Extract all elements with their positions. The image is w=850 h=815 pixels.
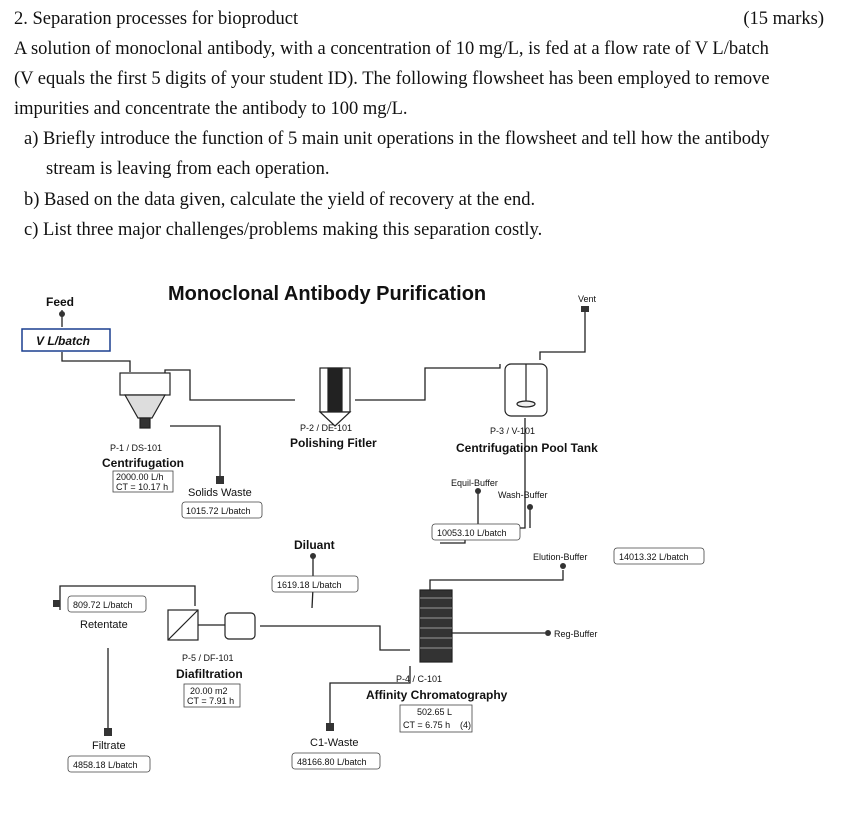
part-c: c) List three major challenges/problems … — [24, 220, 543, 240]
chromatography-column-icon — [419, 589, 453, 663]
pool-tank-icon — [504, 363, 548, 417]
diluant-label: Diluant — [294, 538, 335, 552]
chromatography-id: P-4 / C-101 — [396, 674, 442, 684]
diafiltration-name: Diafiltration — [176, 667, 243, 681]
elution-buffer-label: Elution-Buffer — [533, 552, 587, 562]
polishing-name: Polishing Fitler — [290, 436, 377, 450]
centrifuge-name: Centrifugation — [102, 456, 184, 470]
intro-line-1: A solution of monoclonal antibody, with … — [14, 39, 769, 59]
centrifuge-icon — [119, 372, 171, 429]
part-a-line-1: a) Briefly introduce the function of 5 m… — [24, 129, 770, 149]
intro-line-3: impurities and concentrate the antibody … — [14, 99, 408, 119]
intro-line-2: (V equals the first 5 digits of your stu… — [14, 69, 770, 89]
feed-valve-icon — [59, 311, 65, 317]
centrifuge-spec-box — [112, 470, 174, 493]
question-block: 2. Separation processes for bioproduct (… — [14, 4, 834, 254]
equil-buffer-label: Equil-Buffer — [451, 478, 498, 488]
filtrate-label: Filtrate — [92, 740, 126, 752]
c1-waste-flow-box — [291, 752, 381, 770]
vent-label: Vent — [578, 294, 597, 304]
retentate-outlet-icon — [53, 600, 60, 607]
centrifuge-spec-1: 2000.00 L/h — [116, 472, 164, 482]
chromatography-name: Affinity Chromatography — [366, 688, 508, 702]
elution-buffer-icon — [560, 563, 566, 569]
filtrate-icon — [104, 728, 112, 736]
elution-buffer-flow-box — [613, 547, 705, 565]
flowsheet-title: Monoclonal Antibody Purification — [168, 283, 486, 305]
chromatography-spec-box — [399, 704, 473, 733]
filtrate-flow-box — [67, 755, 151, 773]
feed-flow-box — [21, 328, 111, 352]
retentate-label: Retentate — [80, 619, 128, 631]
c1-waste-flow: 48166.80 L/batch — [297, 757, 367, 767]
c1-waste-label: C1-Waste — [310, 737, 359, 749]
flowsheet-diagram: Monoclonal Antibody Purification Feed V … — [21, 283, 705, 773]
diluant-flow: 1619.18 L/batch — [277, 580, 342, 590]
part-a-line-2: stream is leaving from each operation. — [46, 159, 330, 179]
question-heading: 2. Separation processes for bioproduct — [14, 9, 299, 29]
pool-out-flow-box — [431, 523, 521, 541]
retentate-flow: 809.72 L/batch — [73, 600, 133, 610]
wash-buffer-label: Wash-Buffer — [498, 490, 548, 500]
diafiltration-icon — [167, 609, 256, 641]
pool-tank-id: P-3 / V-101 — [490, 426, 535, 436]
solids-waste-flow: 1015.72 L/batch — [186, 506, 251, 516]
diluant-icon — [310, 553, 316, 559]
polishing-filter-icon — [318, 367, 352, 427]
solids-waste-label: Solids Waste — [188, 487, 252, 499]
vent-icon — [581, 306, 589, 312]
diluant-flow-box — [271, 575, 359, 593]
pool-out-flow: 10053.10 L/batch — [437, 528, 507, 538]
feed-label: Feed — [46, 295, 74, 309]
diafiltration-spec-1: 20.00 m2 — [190, 686, 228, 696]
equil-buffer-icon — [475, 488, 481, 494]
elution-buffer-flow: 14013.32 L/batch — [619, 552, 689, 562]
diafiltration-id: P-5 / DF-101 — [182, 653, 234, 663]
question-marks: (15 marks) — [743, 9, 824, 29]
pool-tank-name: Centrifugation Pool Tank — [456, 441, 598, 455]
centrifuge-spec-2: CT = 10.17 h — [116, 482, 168, 492]
reg-buffer-label: Reg-Buffer — [554, 629, 597, 639]
diafiltration-spec-2: CT = 7.91 h — [187, 696, 234, 706]
chromatography-spec-1: 502.65 L — [417, 707, 452, 717]
polishing-id: P-2 / DE-101 — [300, 423, 352, 433]
centrifuge-id: P-1 / DS-101 — [110, 443, 162, 453]
solids-waste-flow-box — [181, 501, 263, 519]
c1-waste-icon — [326, 723, 334, 731]
wash-buffer-icon — [527, 504, 533, 510]
filtrate-flow: 4858.18 L/batch — [73, 760, 138, 770]
reg-buffer-icon — [545, 630, 551, 636]
feed-flow: V L/batch — [36, 334, 90, 348]
diafiltration-spec-box — [183, 683, 241, 708]
solids-waste-icon — [216, 476, 224, 484]
part-b: b) Based on the data given, calculate th… — [24, 190, 536, 210]
chromatography-spec-3: (4) — [460, 720, 471, 730]
chromatography-spec-2: CT = 6.75 h — [403, 720, 450, 730]
retentate-flow-box — [67, 595, 147, 613]
